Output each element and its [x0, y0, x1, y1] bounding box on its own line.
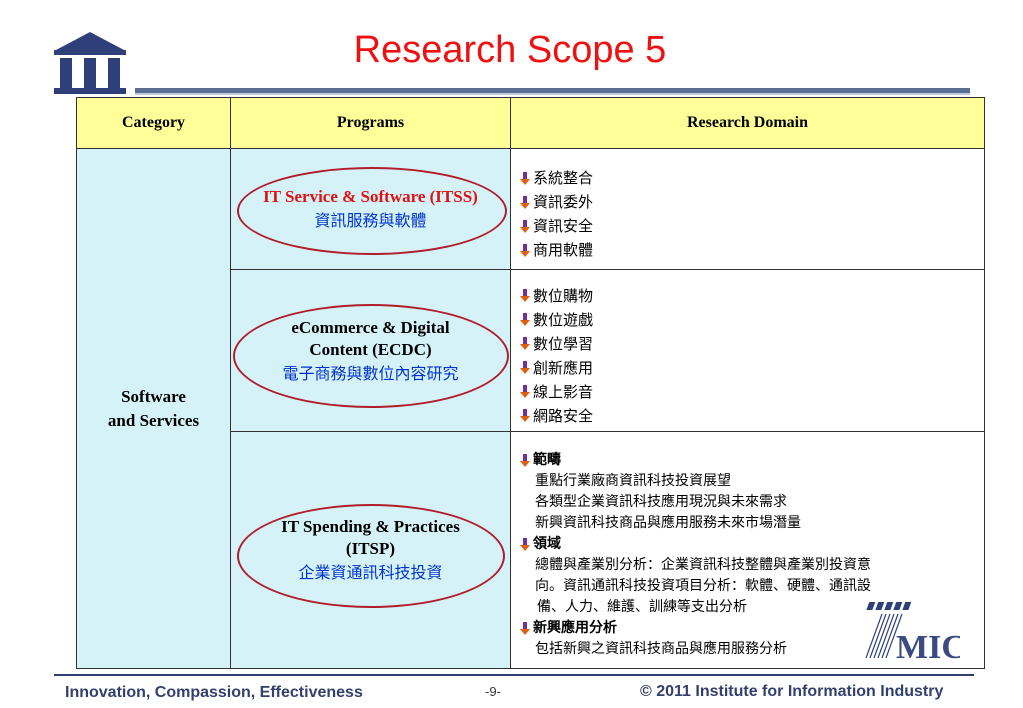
list-item: 數位購物	[519, 284, 984, 308]
program-name: IT Spending & Practices	[281, 517, 460, 536]
list-item: 創新應用	[519, 356, 984, 380]
list-item: 向。資訊通訊科技投資項目分析：軟體、硬體、通訊設	[535, 578, 871, 594]
header-programs: Programs	[230, 97, 511, 149]
list-item: 商用軟體	[519, 238, 984, 262]
bullet-arrow-icon	[519, 361, 531, 374]
list-item: 線上影音	[519, 380, 984, 404]
highlight-oval	[233, 304, 509, 408]
table-header-row: Category Programs Research Domain	[76, 97, 985, 149]
header-category: Category	[76, 97, 231, 149]
bullet-arrow-icon	[519, 289, 531, 302]
bullet-arrow-icon	[519, 538, 531, 551]
footer-copyright: © 2011 Institute for Information Industr…	[640, 683, 944, 700]
list-item: 各類型企業資訊科技應用現況與未來需求	[535, 494, 787, 510]
footer-slogan: Innovation, Compassion, Effectiveness	[65, 684, 363, 701]
bullet-arrow-icon	[519, 243, 531, 257]
section-heading: 新興應用分析	[519, 618, 984, 639]
iii-logo-icon	[54, 32, 126, 94]
header-research-domain: Research Domain	[510, 97, 985, 149]
bullet-arrow-icon	[519, 337, 531, 350]
bullet-arrow-icon	[519, 219, 531, 233]
list-item: 總體與產業別分析：企業資訊科技整體與產業別投資意	[535, 557, 871, 573]
slide-title: Research Scope 5	[353, 29, 667, 71]
list-item: 重點行業廠商資訊科技投資展望	[535, 473, 731, 489]
highlight-oval	[237, 167, 507, 255]
program-name: (ITSP)	[345, 539, 396, 558]
footer-divider	[54, 674, 974, 676]
program-cell-itss: IT Service & Software (ITSS) 資訊服務與軟體	[230, 148, 511, 270]
title-divider-light	[135, 93, 970, 95]
program-name: eCommerce & Digital	[291, 317, 450, 337]
list-item: 數位學習	[519, 332, 984, 356]
bullet-arrow-icon	[519, 622, 531, 635]
bullet-arrow-icon	[519, 385, 531, 398]
list-item: 包括新興之資訊科技商品與應用服務分析	[535, 641, 787, 657]
list-item: 數位遊戲	[519, 308, 984, 332]
program-cell-itsp: IT Spending & Practices (ITSP) 企業資通訊科技投資	[230, 431, 511, 669]
program-name-zh: 資訊服務與軟體	[314, 211, 427, 230]
bullet-arrow-icon	[519, 195, 531, 209]
program-name: IT Service & Software (ITSS)	[263, 187, 478, 206]
table-row: IT Spending & Practices (ITSP) 企業資通訊科技投資…	[77, 431, 985, 669]
category-line: and Services	[107, 410, 200, 430]
domain-cell-ecdc: 數位購物 數位遊戲 數位學習 創新應用 線上影音 網路安全	[510, 269, 985, 432]
domain-cell-itss: 系統整合 資訊委外 資訊安全 商用軟體	[510, 148, 985, 270]
list-item: 網路安全	[519, 404, 984, 428]
program-name: Content (ECDC)	[309, 339, 432, 359]
domain-cell-itsp: 範疇 重點行業廠商資訊科技投資展望 各類型企業資訊科技應用現況與未來需求 新興資…	[510, 431, 985, 669]
mic-logo-icon: MIC	[865, 602, 960, 662]
table-row: Software and Services IT Service & Softw…	[76, 148, 985, 669]
list-item: 備、人力、維護、訓練等支出分析	[537, 599, 747, 615]
bullet-arrow-icon	[519, 313, 531, 326]
research-scope-table: Category Programs Research Domain Softwa…	[76, 97, 985, 669]
mic-logo-text: MIC	[896, 629, 960, 662]
section-heading: 領域	[519, 534, 984, 555]
list-item: 資訊安全	[519, 214, 984, 238]
table-row: eCommerce & Digital Content (ECDC) 電子商務與…	[77, 269, 985, 432]
program-name-zh: 企業資通訊科技投資	[298, 563, 443, 582]
list-item: 資訊委外	[519, 190, 984, 214]
bullet-arrow-icon	[519, 171, 531, 185]
program-cell-ecdc: eCommerce & Digital Content (ECDC) 電子商務與…	[230, 269, 511, 432]
page-number: -9-	[485, 684, 501, 699]
list-item: 系統整合	[519, 166, 984, 190]
program-name-zh: 電子商務與數位內容研究	[282, 363, 459, 383]
title-divider	[135, 88, 970, 93]
bullet-arrow-icon	[519, 454, 531, 467]
category-line: Software	[121, 386, 186, 406]
bullet-arrow-icon	[519, 409, 531, 422]
category-cell: Software and Services	[76, 148, 231, 669]
highlight-oval	[237, 504, 505, 608]
section-heading: 範疇	[519, 450, 984, 471]
list-item: 新興資訊科技商品與應用服務未來市場潛量	[535, 515, 801, 531]
